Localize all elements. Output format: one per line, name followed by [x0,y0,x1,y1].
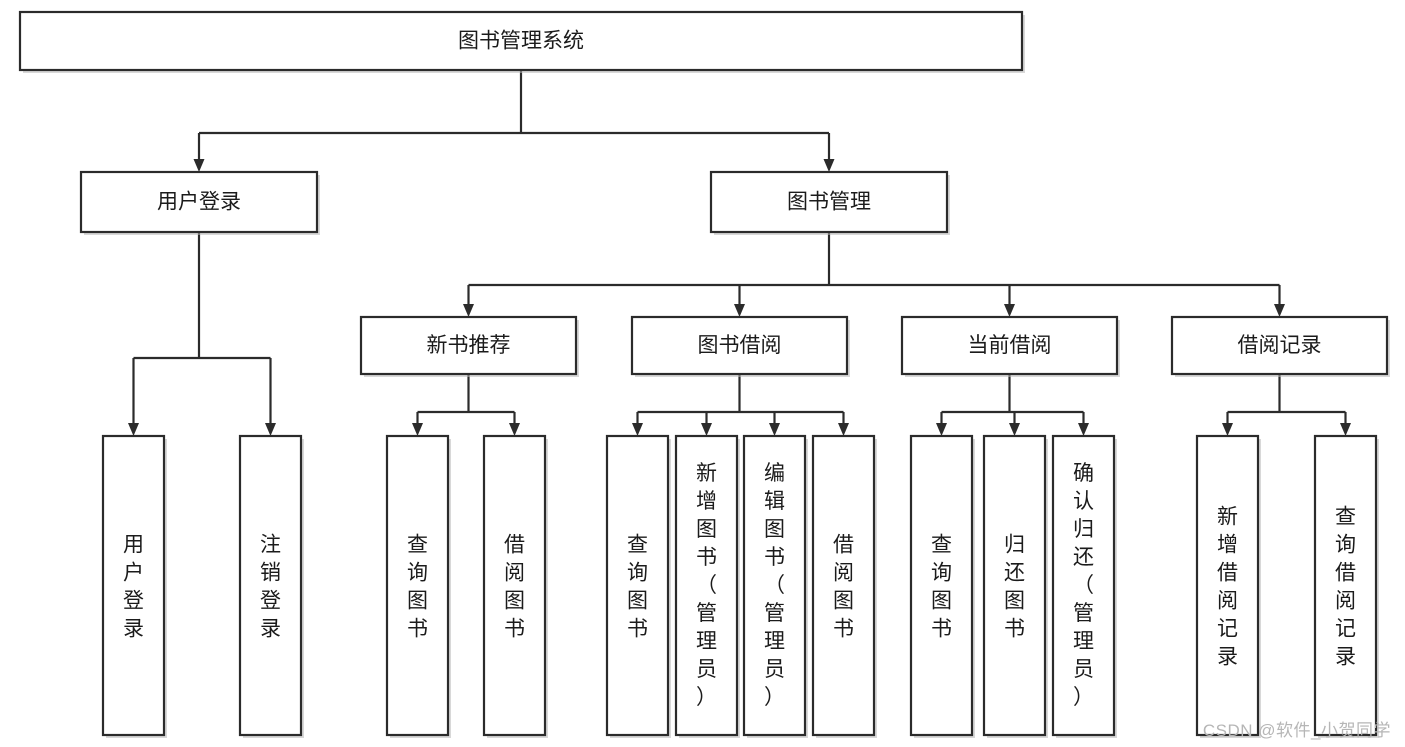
edge-group-book-management [463,232,1285,317]
node-label-leaf-borrow-book-recommend: 借阅图书 [504,533,525,640]
node-label-leaf-query-book-recommend: 查询图书 [407,533,428,640]
node-user-login[interactable]: 用户登录 [79,170,320,235]
node-borrow-record[interactable]: 借阅记录 [1170,315,1390,377]
edge-group-book-borrow [632,374,849,436]
node-label-new-book-recommend: 新书推荐 [427,334,511,357]
node-new-book-recommend[interactable]: 新书推荐 [359,315,579,377]
node-label-borrow-record: 借阅记录 [1238,334,1322,357]
node-leaf-return-book[interactable]: 归还图书 [982,434,1048,738]
node-label-leaf-query-book-borrow: 查询图书 [627,533,648,640]
node-label-leaf-query-borrow-record: 查询借阅记录 [1335,505,1356,668]
node-leaf-add-book-admin[interactable]: 新增图书（管理员） [674,434,740,738]
node-book-borrow[interactable]: 图书借阅 [630,315,850,377]
edge-group-borrow-record [1222,374,1351,436]
node-leaf-add-borrow-record[interactable]: 新增借阅记录 [1195,434,1261,738]
node-label-leaf-add-borrow-record: 新增借阅记录 [1217,505,1238,668]
node-current-borrow[interactable]: 当前借阅 [900,315,1120,377]
node-label-leaf-add-book-admin: 新增图书（管理员） [696,462,717,709]
edge-group-new-book-recommend [412,374,520,436]
node-leaf-borrow-book[interactable]: 借阅图书 [811,434,877,738]
edges-layer [128,70,1351,436]
node-book-management[interactable]: 图书管理 [709,170,950,235]
node-label-leaf-confirm-return-admin: 确认归还（管理员） [1073,462,1094,709]
node-leaf-confirm-return-admin[interactable]: 确认归还（管理员） [1051,434,1117,738]
node-label-leaf-user-login: 用户登录 [123,533,144,640]
node-leaf-user-login[interactable]: 用户登录 [101,434,167,738]
node-label-root: 图书管理系统 [458,30,584,53]
edge-group-current-borrow [936,374,1089,436]
edge-group-root [193,70,835,172]
node-label-leaf-return-book: 归还图书 [1004,533,1025,640]
node-root[interactable]: 图书管理系统 [18,10,1025,73]
node-label-current-borrow: 当前借阅 [968,334,1052,357]
edge-group-user-login [128,232,276,436]
node-label-leaf-query-book-current: 查询图书 [931,533,952,640]
watermark-label: CSDN @软件_小贺同学 [1202,721,1391,740]
node-leaf-borrow-book-recommend[interactable]: 借阅图书 [482,434,548,738]
node-leaf-query-book-recommend[interactable]: 查询图书 [385,434,451,738]
nodes-layer: 图书管理系统用户登录图书管理新书推荐图书借阅当前借阅借阅记录用户登录注销登录查询… [18,10,1390,738]
node-leaf-logout-login[interactable]: 注销登录 [238,434,304,738]
node-leaf-query-borrow-record[interactable]: 查询借阅记录 [1313,434,1379,738]
node-label-leaf-logout-login: 注销登录 [260,533,281,640]
node-label-book-borrow: 图书借阅 [698,334,782,357]
node-label-leaf-borrow-book: 借阅图书 [833,533,854,640]
node-leaf-query-book-borrow[interactable]: 查询图书 [605,434,671,738]
node-leaf-query-book-current[interactable]: 查询图书 [909,434,975,738]
node-label-book-management: 图书管理 [787,191,871,214]
node-leaf-edit-book-admin[interactable]: 编辑图书（管理员） [742,434,808,738]
node-label-leaf-edit-book-admin: 编辑图书（管理员） [764,462,785,709]
node-label-user-login: 用户登录 [157,191,241,214]
